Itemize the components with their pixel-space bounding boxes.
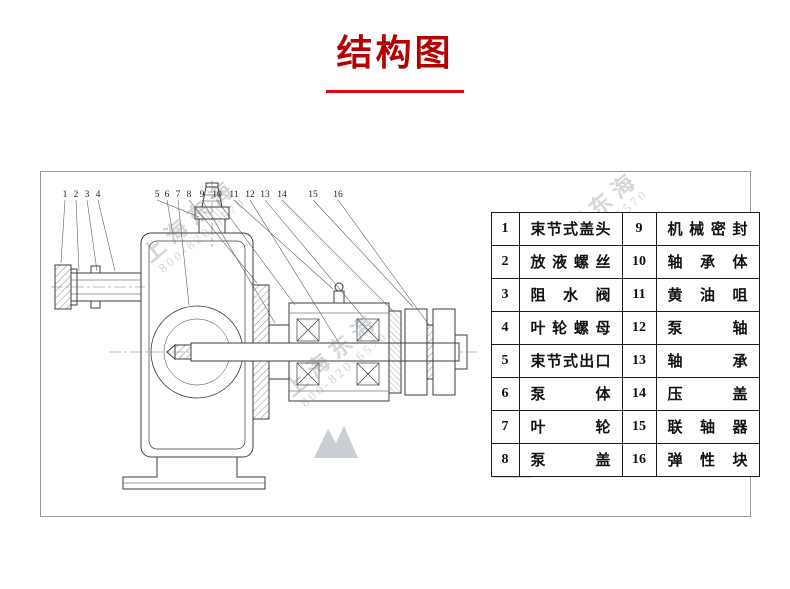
coupling xyxy=(404,308,467,395)
part-number-cell: 2 xyxy=(490,244,520,279)
part-number-cell: 11 xyxy=(621,277,657,312)
callout-number: 9 xyxy=(199,190,204,200)
table-row: 2 放液螺丝 10 轴承体 xyxy=(490,244,760,279)
page-title: 结构图 xyxy=(336,33,454,73)
part-name-cell: 弹性块 xyxy=(655,442,760,477)
part-name-cell: 叶轮 xyxy=(518,409,623,444)
part-name-cell: 黄油咀 xyxy=(655,277,760,312)
part-name-cell: 泵轴 xyxy=(655,310,760,345)
callout-number: 11 xyxy=(229,190,238,200)
part-number-cell: 4 xyxy=(490,310,520,345)
table-row: 4 叶轮螺母 12 泵轴 xyxy=(490,310,760,345)
callout-number: 3 xyxy=(84,190,89,200)
part-number-cell: 3 xyxy=(490,277,520,312)
callout-number: 7 xyxy=(175,190,180,200)
leader-lines xyxy=(60,199,429,343)
part-name-cell: 泵体 xyxy=(518,376,623,411)
part-name-cell: 压盖 xyxy=(655,376,760,411)
callout-number: 16 xyxy=(333,190,343,200)
union-cover-head xyxy=(54,264,71,309)
part-name-cell: 束节式盖头 xyxy=(518,211,623,246)
callout-number: 14 xyxy=(277,190,287,200)
grease-nipple xyxy=(333,282,344,303)
structure-diagram-panel: 上海东海 800-820-6570 上海东海 800-820-6570 上海东海… xyxy=(39,165,760,517)
part-number-cell: 10 xyxy=(621,244,657,279)
table-row: 3 阻水阀 11 黄油咀 xyxy=(490,277,760,312)
table-row: 6 泵体 14 压盖 xyxy=(490,376,760,411)
title-underline xyxy=(326,90,464,93)
part-name-cell: 束节式出口 xyxy=(518,343,623,378)
page: 结构图 上海东海 800-820-6570 上海东海 800-820-6570 … xyxy=(0,24,790,589)
part-name-cell: 联轴器 xyxy=(655,409,760,444)
part-name-cell: 叶轮螺母 xyxy=(518,310,623,345)
pump-cross-section-drawing: 1 2 3 4 5 6 7 8 9 10 11 12 13 14 15 16 xyxy=(49,177,491,512)
bearings xyxy=(296,318,379,385)
gland-cover xyxy=(388,310,401,393)
pump-body-geometry xyxy=(54,182,467,489)
union-outlet xyxy=(194,182,229,233)
callout-number: 10 xyxy=(212,190,222,200)
callout-number: 6 xyxy=(164,190,169,200)
part-number-cell: 8 xyxy=(490,442,520,477)
part-number-cell: 15 xyxy=(621,409,657,444)
part-name-cell: 泵盖 xyxy=(518,442,623,477)
callout-number: 5 xyxy=(154,190,159,200)
part-number-cell: 12 xyxy=(621,310,657,345)
base-foot xyxy=(122,456,265,489)
part-number-cell: 13 xyxy=(621,343,657,378)
elastic-block xyxy=(426,324,433,379)
parts-table: 1 束节式盖头 9 机械密封 2 放液螺丝 10 轴承体 3 阻水阀 11 黄油… xyxy=(490,211,760,477)
callout-number: 8 xyxy=(186,190,191,200)
part-number-cell: 16 xyxy=(621,442,657,477)
callout-number: 13 xyxy=(260,190,270,200)
part-number-cell: 1 xyxy=(490,211,520,246)
callout-number: 15 xyxy=(308,190,318,200)
part-number-cell: 6 xyxy=(490,376,520,411)
table-row: 8 泵盖 16 弹性块 xyxy=(490,442,760,477)
callout-number: 12 xyxy=(245,190,255,200)
pump-drawing-svg: 1 2 3 4 5 6 7 8 9 10 11 12 13 14 15 16 xyxy=(50,180,477,489)
table-row: 7 叶轮 15 联轴器 xyxy=(490,409,760,444)
callout-number: 2 xyxy=(73,190,78,200)
pump-shaft xyxy=(190,342,459,361)
table-row: 5 束节式出口 13 轴承 xyxy=(490,343,760,378)
callout-number: 4 xyxy=(95,190,100,200)
part-name-cell: 机械密封 xyxy=(655,211,760,246)
part-number-cell: 5 xyxy=(490,343,520,378)
part-number-cell: 9 xyxy=(621,211,657,246)
part-number-cell: 14 xyxy=(621,376,657,411)
callout-number: 1 xyxy=(62,190,67,200)
water-block-valve xyxy=(90,300,100,308)
part-number-callouts: 1 2 3 4 5 6 7 8 9 10 11 12 13 14 15 16 xyxy=(62,190,342,200)
part-number-cell: 7 xyxy=(490,409,520,444)
impeller-nut xyxy=(174,344,191,359)
drain-screw xyxy=(90,265,100,273)
part-name-cell: 放液螺丝 xyxy=(518,244,623,279)
part-name-cell: 阻水阀 xyxy=(518,277,623,312)
part-name-cell: 轴承体 xyxy=(655,244,760,279)
table-row: 1 束节式盖头 9 机械密封 xyxy=(490,211,760,246)
part-name-cell: 轴承 xyxy=(655,343,760,378)
